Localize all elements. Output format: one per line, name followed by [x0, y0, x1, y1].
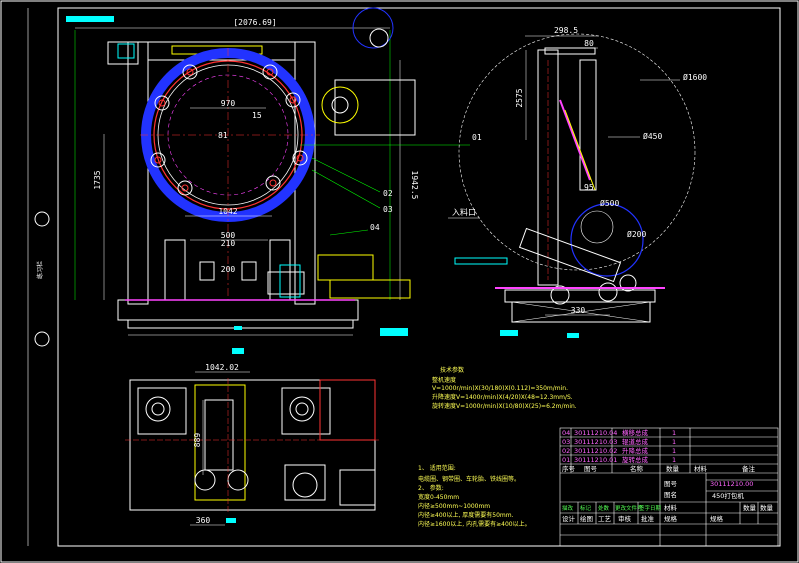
drawing-no: 30111210.00	[710, 480, 753, 488]
part-04-qty: 1	[672, 429, 676, 437]
rev-label-2: 标记	[580, 504, 592, 512]
part-02-code: 30111210.02	[574, 447, 617, 455]
inner-frame	[57, 7, 781, 547]
part-01-qty: 1	[672, 456, 676, 464]
header-qty: 数量	[666, 464, 680, 473]
dim-15: 15	[252, 111, 262, 120]
dim-1942-5: 1942.5	[410, 171, 419, 200]
callout-01: 01	[472, 133, 482, 142]
dim-2575: 2575	[515, 88, 524, 107]
dim-d200: Ø200	[627, 229, 646, 239]
header-remark: 备注	[742, 464, 756, 473]
dim-1735: 1735	[93, 170, 102, 189]
sign-label-4: 审核	[618, 514, 632, 523]
part-01-name: 旋转总成	[622, 455, 649, 464]
sign-label-1: 设计	[562, 514, 576, 523]
material-inlet-label: 入料口	[452, 207, 476, 217]
part-02-name: 升降总成	[622, 446, 649, 455]
dim-80: 80	[584, 39, 594, 48]
dim-360: 360	[196, 516, 211, 525]
part-03-code: 30111210.03	[574, 438, 617, 446]
top-cyan-tag	[66, 16, 114, 22]
name-label: 图名	[664, 490, 677, 499]
dim-81: 81	[218, 131, 228, 140]
tech-params: 技术参数 整机速度 V=1000r/min)X(30/180)X(0.112)=…	[432, 366, 577, 410]
callout-04: 04	[370, 223, 380, 232]
side-view: 330 298.5 80 2575 Ø1600 Ø450 95 Ø500 Ø20…	[448, 26, 707, 338]
req-line-3: 2、 参数:	[418, 484, 444, 492]
part-02-no: 02	[562, 447, 570, 455]
title-block	[559, 427, 779, 547]
part-01-no: 01	[562, 456, 570, 464]
plan-view: 1042.02 889 360	[125, 363, 380, 526]
side-label: 练习栏	[36, 261, 44, 279]
dim-d1600: Ø1600	[683, 72, 707, 82]
header-name: 名称	[630, 464, 644, 473]
part-03-no: 03	[562, 438, 570, 446]
spec-label: 规格	[710, 514, 724, 523]
callout-03: 03	[383, 205, 393, 214]
part-04-name: 横移总成	[622, 428, 649, 437]
dim-d500: Ø500	[600, 198, 619, 208]
part-04-no: 04	[562, 429, 570, 437]
dim-1042: 1042	[218, 207, 237, 216]
tech-param-line-2: 升降速度V=1400r/min)X(4/20)X(48=12.3mm/S.	[432, 393, 573, 401]
req-line-6: 内径≥400以上, 厚度需要有50mm.	[418, 511, 514, 519]
dim-298-5: 298.5	[554, 26, 578, 35]
title-block-text: 图号 30111210.00 图名 450打包机 材料 数量 数量 规格 规格 …	[562, 480, 774, 523]
sign-label-5: 批准	[641, 514, 655, 523]
dim-overall-width: [2076.69]	[233, 18, 276, 27]
part-01-code: 30111210.01	[574, 456, 617, 464]
req-line-1: 1、 适用范围:	[418, 464, 456, 472]
rev-label-5: 签字日期	[639, 504, 662, 512]
tech-param-line-1: V=1000r/min)X(30/180)X(0.112)=350m/min.	[432, 385, 568, 392]
binding-hole-top	[34, 211, 50, 227]
req-line-5: 内径≥500mm~1000mm	[418, 502, 490, 510]
part-02-qty: 1	[672, 447, 676, 455]
dim-95: 95	[584, 183, 594, 192]
part-03-name: 辊道总成	[622, 437, 649, 446]
callout-02: 02	[383, 189, 393, 198]
tech-params-subtitle: 整机速度	[432, 376, 456, 384]
sign-label-2: 绘图	[580, 514, 593, 523]
qty-label-2: 数量	[760, 503, 774, 512]
dim-889: 889	[193, 433, 202, 448]
material-label: 材料	[664, 503, 678, 512]
sign-label-3: 工艺	[598, 515, 612, 523]
header-code: 图号	[584, 465, 598, 473]
dim-210: 210	[221, 239, 236, 248]
rev-label-3: 处数	[598, 504, 610, 512]
req-line-7: 内径≥1600以上, 内孔需要有≥400以上。	[418, 520, 531, 528]
qty-label: 数量	[743, 503, 757, 512]
dim-500: 500	[221, 231, 236, 240]
req-line-2: 电缆圈、钢带圈、车轮胎、铁线圈等。	[418, 475, 520, 483]
drawing-no-label: 图号	[664, 480, 678, 488]
part-03-qty: 1	[672, 438, 676, 446]
part-04-code: 30111210.04	[574, 429, 617, 437]
drawing-name: 450打包机	[712, 491, 744, 500]
rev-label-4: 更改文件号	[615, 504, 643, 512]
dim-1042-02: 1042.02	[205, 363, 239, 372]
dim-200: 200	[221, 265, 236, 274]
tech-param-line-3: 旋转速度V=1000r/min)X(10/80)X(25)=6.2m/min.	[432, 402, 577, 410]
dim-970: 970	[221, 99, 236, 108]
dim-330: 330	[571, 306, 586, 315]
header-no: 序号	[562, 464, 576, 473]
tech-params-title: 技术参数	[440, 366, 464, 374]
requirements: 1、 适用范围: 电缆圈、钢带圈、车轮胎、铁线圈等。 2、 参数: 宽度0-45…	[418, 464, 531, 528]
front-view: [2076.69] 970 15	[74, 7, 482, 354]
wrap-circle-d1600	[458, 33, 696, 271]
binding-hole-bottom	[34, 331, 50, 347]
scale-label: 规格	[664, 514, 678, 523]
parts-list: 04 30111210.04 横移总成 1 03 30111210.03 辊道总…	[562, 428, 756, 473]
req-line-4: 宽度0-450mm	[418, 493, 459, 501]
dim-d450: Ø450	[643, 131, 662, 141]
header-material: 材料	[694, 464, 708, 473]
rev-label-1: 描改	[562, 504, 574, 512]
